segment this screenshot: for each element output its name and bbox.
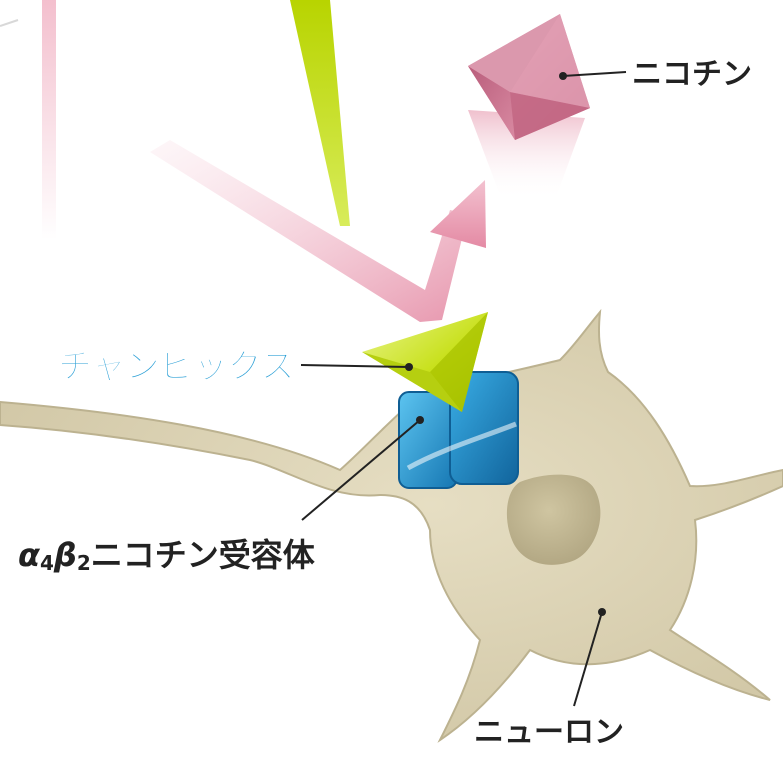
pink-arrow-head bbox=[430, 180, 486, 248]
receptor-pointer-line bbox=[301, 419, 421, 521]
neuron-pointer-line bbox=[573, 611, 603, 707]
receptor-label-beta: β bbox=[53, 536, 77, 574]
receptor-label-alpha: α bbox=[18, 536, 41, 574]
receptor-label-beta-sub: 2 bbox=[77, 551, 91, 575]
neuron-nucleus bbox=[506, 474, 601, 565]
nicotine-pointer-line bbox=[562, 71, 627, 77]
champix-pointer-line bbox=[300, 364, 410, 368]
receptor-label-alpha-sub: 4 bbox=[40, 551, 54, 575]
pink-beam-left bbox=[42, 0, 56, 240]
champix-label: チャンピックス bbox=[58, 347, 295, 387]
receptor bbox=[398, 371, 519, 489]
nicotine-label: ニコチン bbox=[632, 57, 752, 92]
nicotine-glow bbox=[468, 110, 585, 200]
neuron-label: ニューロン bbox=[474, 715, 624, 750]
receptor-label-rest: ニコチン受容体 bbox=[91, 536, 315, 574]
pink-arrow-shaft bbox=[150, 140, 468, 322]
faint-edge-stroke bbox=[0, 19, 19, 27]
nicotine-molecule bbox=[468, 14, 590, 140]
receptor-label: α4β2ニコチン受容体 bbox=[18, 536, 315, 575]
green-beam bbox=[290, 0, 350, 226]
